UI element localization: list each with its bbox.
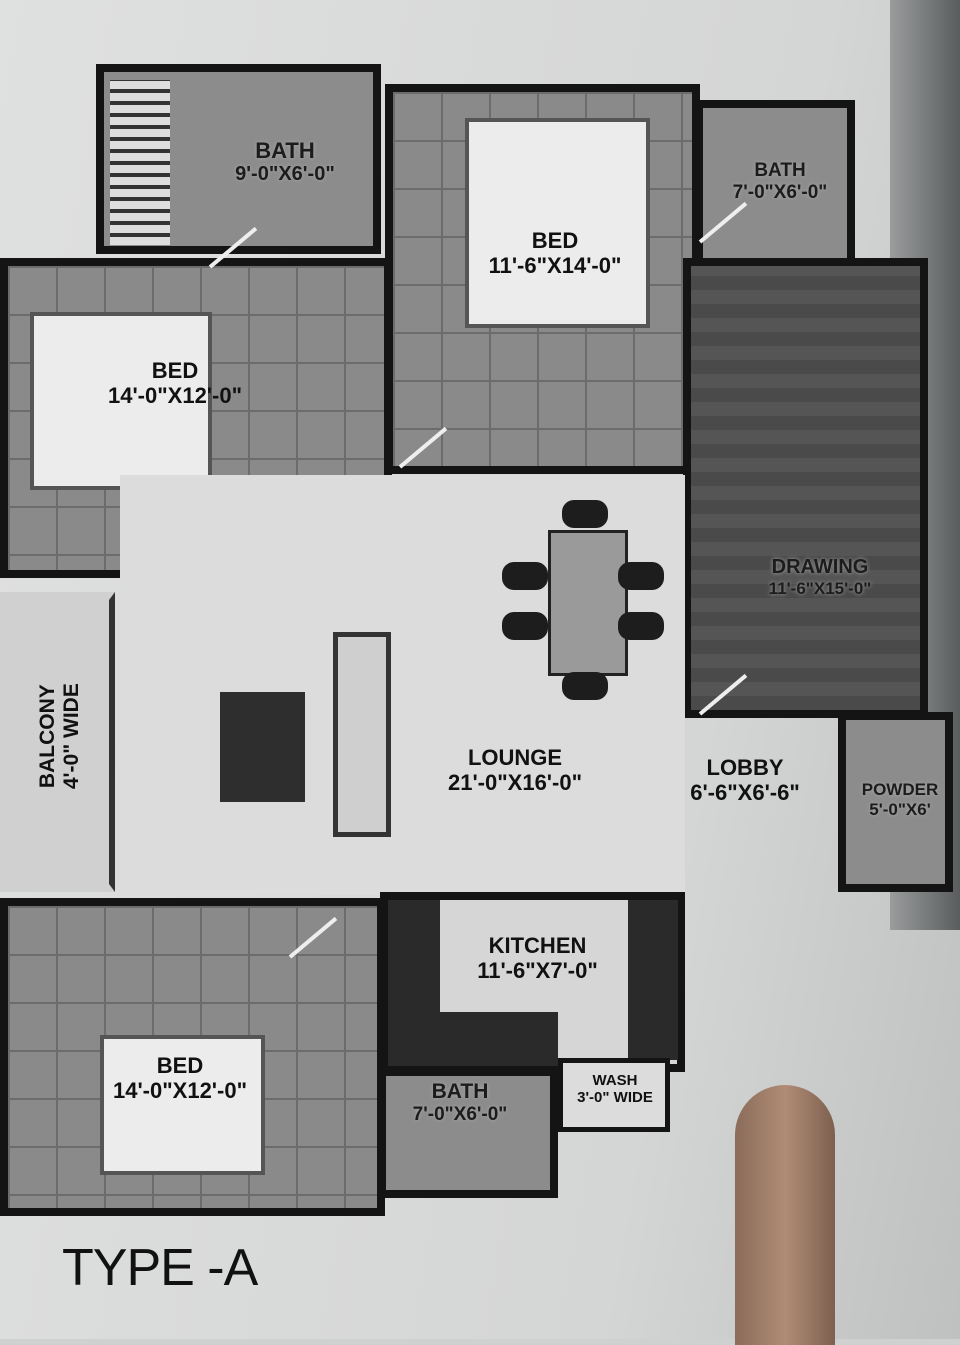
label-bed-top-center: BED 11'-6"X14'-0" bbox=[460, 228, 650, 279]
room-size: 14'-0"X12'-0" bbox=[107, 383, 243, 409]
room-name: WASH bbox=[592, 1072, 638, 1089]
room-name: LOUNGE bbox=[467, 745, 563, 770]
kitchen-counter bbox=[388, 1012, 558, 1066]
plan-type-title: TYPE -A bbox=[62, 1239, 258, 1297]
room-name: BATH bbox=[754, 160, 806, 181]
label-bath-top-right: BATH 7'-0"X6'-0" bbox=[710, 160, 850, 204]
dining-chair bbox=[618, 612, 664, 640]
room-name: BED bbox=[151, 358, 199, 383]
room-size: 3'-0" WIDE bbox=[577, 1089, 653, 1107]
room-size: 11'-6"X7'-0" bbox=[477, 958, 598, 984]
room-name: BED bbox=[531, 228, 579, 253]
room-size: 6'-6"X6'-6" bbox=[690, 780, 800, 806]
rug bbox=[220, 692, 305, 802]
room-powder bbox=[838, 712, 953, 892]
sofa bbox=[333, 632, 391, 837]
room-name: BED bbox=[156, 1053, 204, 1078]
room-balcony bbox=[0, 592, 115, 892]
bed-furniture bbox=[100, 1035, 265, 1175]
room-name: BATH bbox=[255, 138, 315, 163]
stairs bbox=[110, 80, 170, 245]
room-size: 5'-0"X6' bbox=[869, 799, 931, 819]
label-bath-bottom: BATH 7'-0"X6'-0" bbox=[380, 1080, 540, 1126]
room-name: KITCHEN bbox=[488, 933, 587, 958]
room-size: 7'-0"X6'-0" bbox=[732, 181, 828, 203]
room-name: DRAWING bbox=[771, 556, 869, 578]
finger bbox=[735, 1085, 835, 1345]
room-name: LOBBY bbox=[706, 755, 784, 780]
dining-chair bbox=[502, 562, 548, 590]
label-bath-top-left: BATH 9'-0"X6'-0" bbox=[200, 138, 370, 186]
label-bed-left: BED 14'-0"X12'-0" bbox=[70, 358, 280, 409]
kitchen-counter bbox=[628, 900, 678, 1060]
label-balcony: BALCONY 4'-0" WIDE bbox=[36, 616, 84, 856]
label-wash: WASH 3'-0" WIDE bbox=[560, 1072, 670, 1107]
bed-furniture bbox=[30, 312, 212, 490]
label-powder: POWDER 5'-0"X6' bbox=[845, 780, 955, 819]
label-bed-bottom: BED 14'-0"X12'-0" bbox=[80, 1053, 280, 1104]
dining-chair bbox=[618, 562, 664, 590]
room-drawing bbox=[683, 258, 928, 718]
room-size: 4'-0" WIDE bbox=[60, 683, 83, 790]
label-lounge: LOUNGE 21'-0"X16'-0" bbox=[410, 745, 620, 796]
room-name: BALCONY bbox=[35, 684, 59, 789]
label-lobby: LOBBY 6'-6"X6'-6" bbox=[665, 755, 825, 806]
label-kitchen: KITCHEN 11'-6"X7'-0" bbox=[445, 933, 630, 984]
room-bath-bottom bbox=[378, 1068, 558, 1198]
dining-chair bbox=[562, 500, 608, 528]
room-name: BATH bbox=[431, 1080, 489, 1103]
bed-furniture bbox=[465, 118, 650, 328]
dining-chair bbox=[562, 672, 608, 700]
room-name: POWDER bbox=[861, 780, 939, 799]
dining-chair bbox=[502, 612, 548, 640]
room-wash bbox=[558, 1058, 670, 1132]
room-size: 9'-0"X6'-0" bbox=[235, 163, 335, 186]
label-drawing: DRAWING 11'-6"X15'-0" bbox=[730, 556, 910, 599]
dining-table bbox=[548, 530, 628, 676]
room-size: 14'-0"X12'-0" bbox=[112, 1078, 248, 1104]
room-size: 7'-0"X6'-0" bbox=[412, 1104, 508, 1126]
room-size: 11'-6"X15'-0" bbox=[768, 579, 872, 598]
room-size: 21'-0"X16'-0" bbox=[447, 770, 583, 796]
room-size: 11'-6"X14'-0" bbox=[488, 253, 622, 279]
